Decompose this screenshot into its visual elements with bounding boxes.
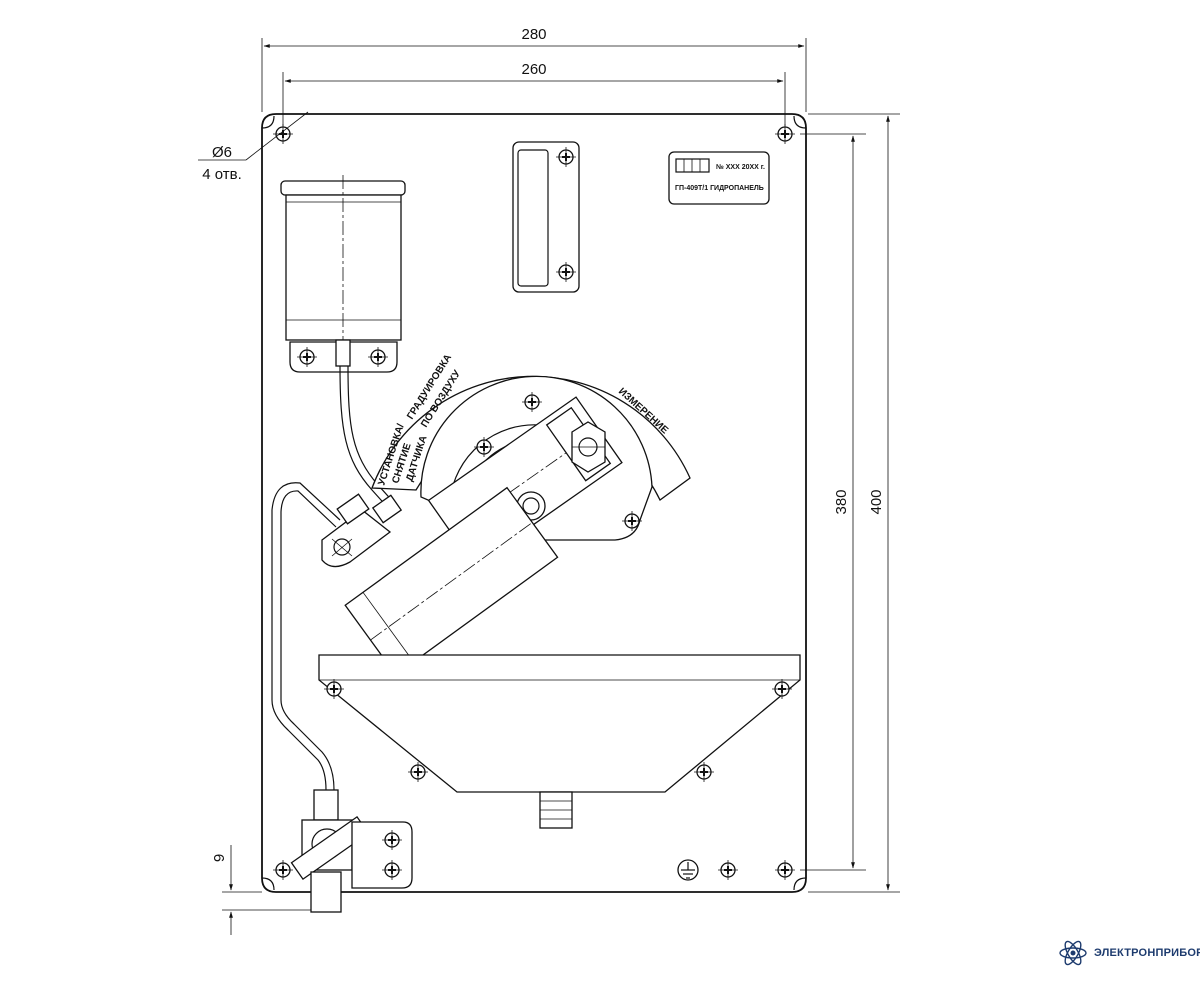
filter-cylinder: [280, 175, 406, 373]
dimension-280: 280: [261, 26, 807, 112]
dim-overall-width: 280: [521, 26, 546, 43]
dimension-hole: Ø6 4 отв.: [198, 111, 309, 183]
dimension-380: 380: [800, 133, 866, 871]
dim-hole-count: 4 отв.: [202, 166, 242, 183]
upper-bracket: [512, 141, 580, 293]
sensor-cylinder: [344, 486, 559, 676]
dim-hole-spacing-y: 380: [833, 489, 850, 514]
dimension-9: 9: [211, 845, 312, 935]
dimension-260: 260: [282, 61, 786, 126]
hex-nut: [571, 421, 606, 473]
lower-valve: [290, 789, 413, 913]
dim-overall-height: 400: [868, 489, 885, 514]
dim-hole-spacing-x: 260: [521, 61, 546, 78]
panel-outline: [261, 113, 807, 893]
nameplate-model: ГП-409Т/1 ГИДРОПАНЕЛЬ: [675, 185, 764, 192]
dim-hole-diameter: Ø6: [212, 144, 232, 161]
mounting-hole-tr: [774, 123, 796, 145]
nameplate: № XXX 20XX г. ГП-409Т/1 ГИДРОПАНЕЛЬ: [668, 151, 770, 205]
mounting-hole-bl: [272, 859, 294, 881]
screw-cross-icon: [717, 859, 739, 881]
mounting-hole-tl: [272, 123, 294, 145]
dim-offset: 9: [211, 854, 228, 862]
brand-logo: ЭЛЕКТРОНПРИБОР: [1058, 938, 1200, 968]
atom-icon: [1059, 940, 1087, 966]
mounting-hole-br: [774, 859, 796, 881]
sensor-clamp: [321, 493, 403, 568]
nameplate-serial: № XXX 20XX г.: [716, 163, 765, 171]
brand-name: ЭЛЕКТРОНПРИБОР: [1094, 947, 1200, 959]
drip-tray: [318, 654, 801, 829]
ground-symbol-icon: [677, 859, 699, 881]
dimension-400: 400: [808, 113, 900, 893]
